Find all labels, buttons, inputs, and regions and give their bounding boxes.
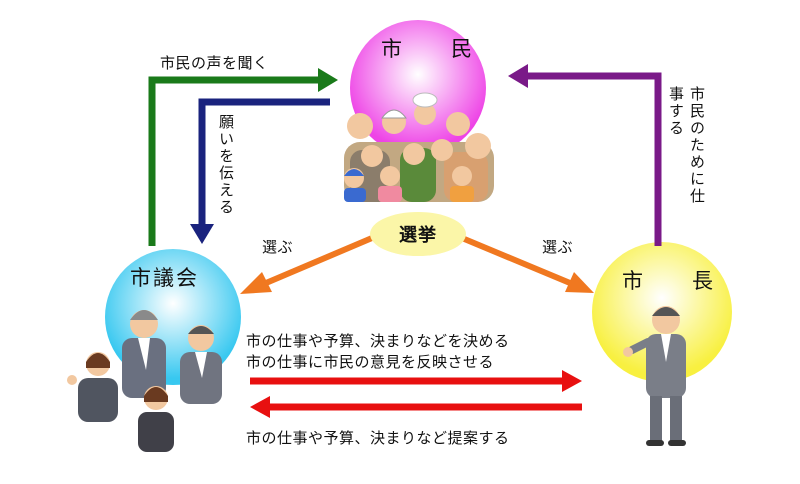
mayor-to-council-arrowhead	[250, 396, 270, 418]
for-citizens-label: 市民のために仕事する	[667, 86, 706, 205]
for-citizens-arrow	[528, 72, 662, 246]
hear-voice-arrow	[148, 76, 318, 246]
council-to-mayor-arrowhead	[562, 370, 582, 392]
elect-right-label: 選ぶ	[542, 238, 574, 256]
mayor-title: 市 長	[622, 269, 727, 293]
election-badge: 選挙	[370, 212, 466, 256]
council-decides-label-2: 市の仕事に市民の意見を反映させる	[246, 353, 495, 371]
council-decides-label-1: 市の仕事や予算、決まりなどを決める	[246, 332, 510, 350]
citizens-illustration	[344, 92, 494, 202]
council-illustration	[67, 310, 222, 452]
convey-wishes-arrow	[198, 98, 330, 224]
elect-left-label: 選ぶ	[262, 238, 294, 256]
mayor-illustration	[623, 306, 686, 446]
citizens-title: 市 民	[381, 37, 486, 61]
elect-right-arrowhead	[565, 272, 594, 293]
hear-voice-label: 市民の声を聞く	[160, 54, 269, 72]
hear-voice-arrowhead	[318, 68, 338, 92]
convey-wishes-arrowhead	[190, 224, 214, 244]
elect-left-arrowhead	[240, 272, 272, 294]
elect-right-arrow	[460, 235, 572, 286]
for-citizens-arrowhead	[508, 64, 528, 88]
convey-wishes-label: 願いを伝える	[217, 114, 235, 216]
elect-left-arrow	[264, 235, 374, 286]
council-title: 市議会	[130, 266, 199, 290]
mayor-proposes-label: 市の仕事や予算、決まりなど提案する	[246, 429, 510, 447]
